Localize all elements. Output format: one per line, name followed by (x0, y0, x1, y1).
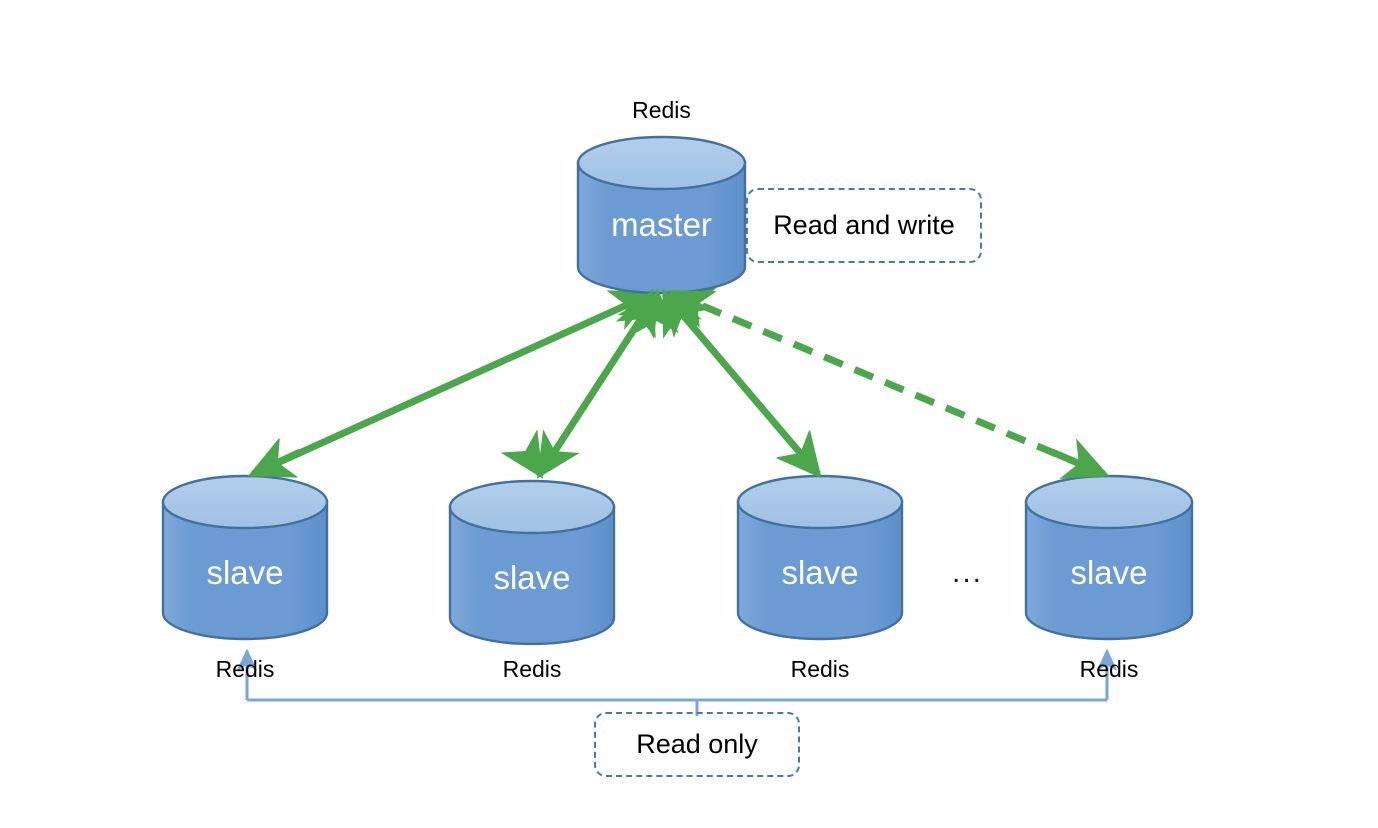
slave-node-2[interactable] (448, 479, 616, 646)
edge-arrowheads-overlay (247, 288, 1110, 479)
slave-4-cylinder-top (1024, 474, 1194, 530)
read-and-write-note[interactable]: Read and write (746, 188, 982, 263)
slave-2-cylinder-body (448, 505, 616, 646)
ellipsis-more-slaves: ... (952, 556, 984, 589)
slave-4-cylinder-body (1024, 500, 1194, 641)
slave-node-1[interactable] (161, 474, 329, 641)
slave-2-cylinder-top (448, 479, 616, 535)
read-only-note[interactable]: Read only (594, 712, 800, 777)
read-only-note-label: Read only (636, 729, 758, 759)
slave-node-4[interactable] (1024, 474, 1194, 641)
arrowhead-master-4 (666, 289, 717, 330)
edge-master-slave-4 (666, 288, 1110, 479)
slave-3-caption-redis: Redis (790, 656, 850, 682)
slave-2-caption-redis: Redis (502, 656, 562, 682)
slave-3-cylinder-top (736, 474, 904, 530)
arrowhead-slave-3 (776, 429, 822, 479)
master-node[interactable] (576, 135, 747, 295)
slave-1-cylinder-top (161, 474, 329, 530)
master-caption-redis: Redis (632, 97, 691, 123)
slave-4-caption-redis: Redis (1079, 656, 1139, 682)
arrowhead-slave-2 (500, 429, 544, 479)
arrowhead-slave-1 (247, 437, 302, 478)
slave-node-3[interactable] (736, 474, 904, 641)
read-connector-arrowheads (236, 648, 1118, 680)
arrowhead-slave-4 (1050, 438, 1110, 479)
slave-1-caption-redis: Redis (215, 656, 275, 682)
replication-edges (247, 288, 1110, 479)
edge-master-slave-1 (247, 290, 657, 478)
master-cylinder-top (576, 135, 747, 191)
read-only-connector (236, 648, 1118, 716)
slave-1-cylinder-body (161, 500, 329, 641)
read-and-write-note-label: Read and write (773, 210, 955, 240)
slave-3-cylinder-body (736, 500, 904, 641)
